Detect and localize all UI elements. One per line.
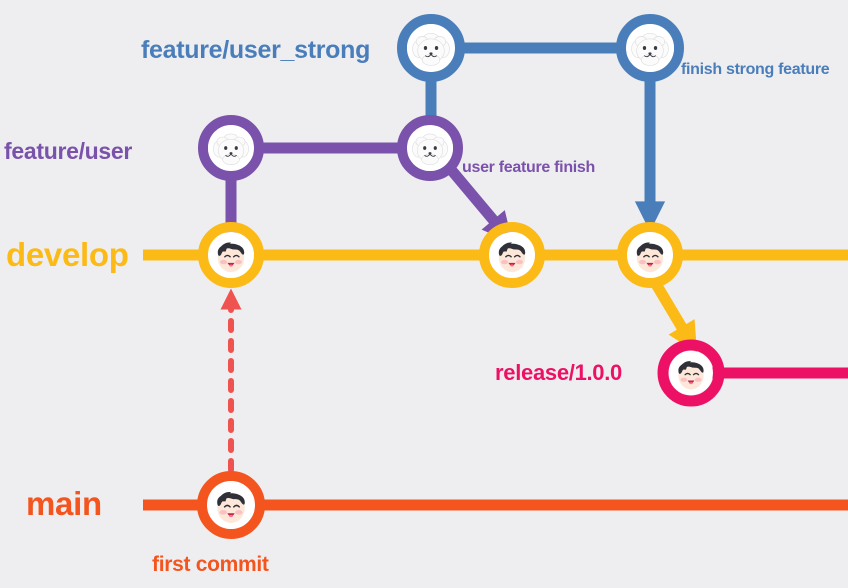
- commit-node-develop-3[interactable]: [617, 222, 683, 288]
- branch-label-release[interactable]: release/1.0.0: [495, 360, 622, 385]
- human-avatar: [209, 233, 253, 277]
- commit-node-develop-2[interactable]: [479, 222, 545, 288]
- commit-nodes[interactable]: [197, 14, 725, 539]
- dog-avatar: [627, 25, 673, 71]
- branch-label-feature-user-strong[interactable]: feature/user_strong: [141, 36, 371, 64]
- human-avatar: [490, 233, 534, 277]
- commit-node-develop-1[interactable]: [198, 222, 264, 288]
- annotation-finish-strong-feature: finish strong feature: [681, 61, 830, 78]
- annotation-first-commit: first commit: [152, 553, 269, 576]
- branch-label-main[interactable]: main: [26, 485, 102, 522]
- commit-node-feature-strong-2[interactable]: [616, 14, 684, 82]
- dog-avatar: [408, 126, 452, 170]
- human-avatar: [628, 233, 672, 277]
- human-avatar: [670, 352, 712, 394]
- commit-node-feature-user-1[interactable]: [198, 115, 264, 181]
- annotation-user-feature-finish: user feature finish: [462, 159, 596, 176]
- human-avatar: [208, 482, 254, 528]
- dog-avatar: [209, 126, 253, 170]
- commit-node-feature-strong-1[interactable]: [397, 14, 465, 82]
- commit-node-release-1[interactable]: [657, 339, 725, 407]
- connector-develop-to-release: [651, 281, 698, 353]
- dog-avatar: [408, 25, 454, 71]
- commit-node-main-first[interactable]: [197, 471, 265, 539]
- commit-node-feature-user-2[interactable]: [397, 115, 463, 181]
- branch-label-develop[interactable]: develop: [6, 236, 129, 273]
- connector-user-feature-finish: [443, 162, 513, 244]
- branch-label-feature-user[interactable]: feature/user: [4, 138, 133, 164]
